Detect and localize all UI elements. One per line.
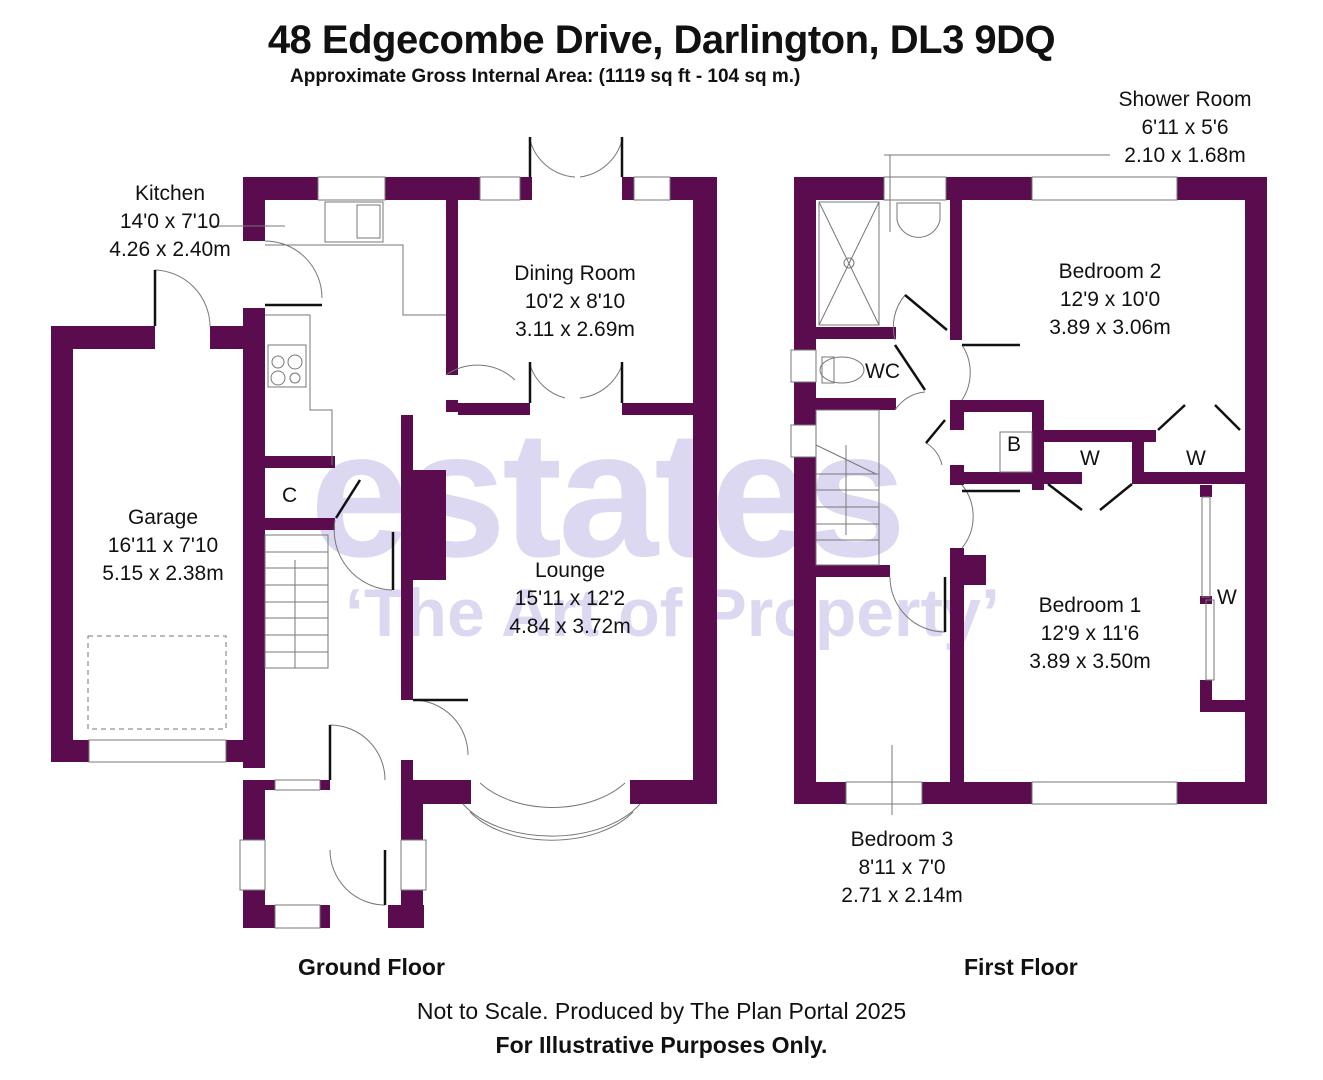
watermark-tagline: ‘The Art of Property’ [345, 575, 1000, 651]
bathroom-fittings [815, 154, 1215, 815]
first-floor-door-leaves [893, 294, 1241, 632]
room-label-garage: Garage 16'11 x 7'10 5.15 x 2.38m [102, 506, 224, 585]
boiler-marker: B [1007, 433, 1022, 456]
gross-area-subtitle: Approximate Gross Internal Area: (1119 s… [290, 66, 801, 87]
door-leaves [153, 137, 624, 905]
first-floor-walls [794, 177, 1267, 804]
wc-marker: WC [865, 360, 900, 383]
first-floor-label: First Floor [964, 954, 1078, 980]
room-label-kitchen: Kitchen 14'0 x 7'10 4.26 x 2.40m [109, 182, 231, 261]
room-label-shower-room: Shower Room 6'11 x 5'6 2.10 x 1.68m [1118, 88, 1252, 167]
ground-floor-windows [88, 176, 671, 929]
cupboard-marker: C [282, 484, 298, 507]
wardrobe-marker: W [1217, 586, 1237, 609]
room-label-dining-room: Dining Room 10'2 x 8'10 3.11 x 2.69m [514, 262, 636, 341]
bay-window [462, 782, 641, 841]
wardrobe-marker: W [1080, 447, 1100, 470]
ground-floor-walls [51, 177, 717, 928]
ground-floor-label: Ground Floor [298, 954, 445, 980]
footer-illustrative-note: For Illustrative Purposes Only. [495, 1032, 828, 1058]
footer-disclaimer: Not to Scale. Produced by The Plan Porta… [416, 998, 907, 1024]
room-label-bedroom-1: Bedroom 1 12'9 x 11'6 3.89 x 3.50m [1029, 594, 1151, 673]
wardrobe-marker: W [1186, 447, 1206, 470]
first-floor-windows [790, 176, 1178, 805]
kitchen-fittings [87, 139, 623, 906]
room-label-lounge: Lounge 15'11 x 12'2 4.84 x 3.72m [509, 559, 631, 638]
room-label-bedroom-2: Bedroom 2 12'9 x 10'0 3.89 x 3.06m [1049, 260, 1171, 339]
room-label-bedroom-3: Bedroom 3 8'11 x 7'0 2.71 x 2.14m [841, 828, 963, 907]
page-title: 48 Edgecombe Drive, Darlington, DL3 9DQ [267, 18, 1056, 62]
